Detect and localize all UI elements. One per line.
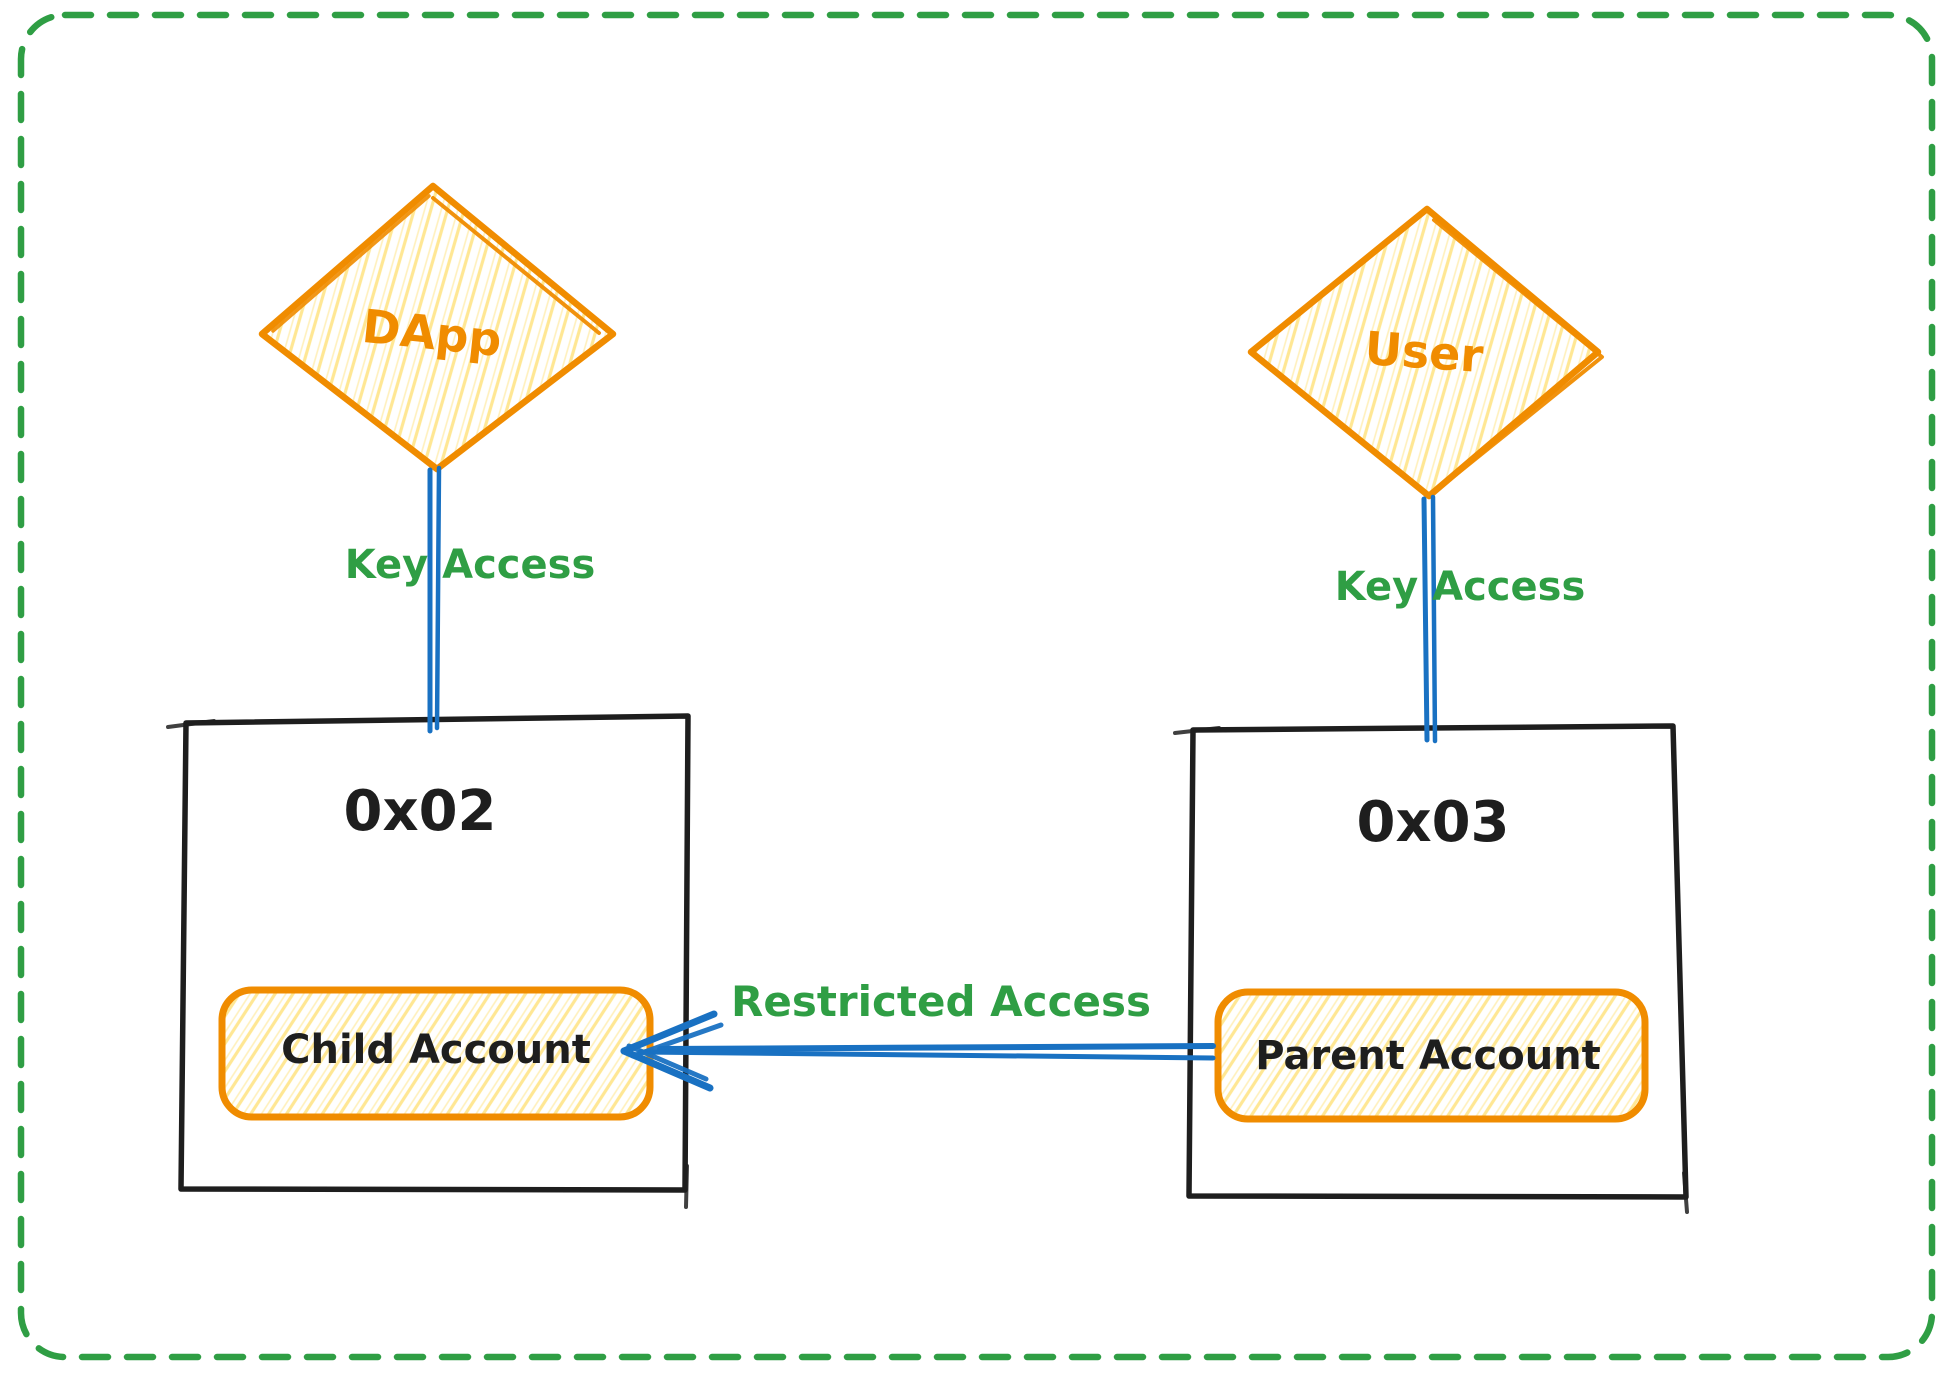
edge-line	[434, 465, 442, 731]
arrow-shaft	[637, 1049, 1216, 1061]
edge-dapp-key-access: Key Access	[345, 465, 596, 734]
arrowhead	[620, 1010, 718, 1055]
box-0x03: 0x03	[1173, 723, 1689, 1214]
key-access-label-left: Key Access	[345, 542, 596, 588]
user-diamond: User	[1247, 205, 1604, 500]
arrow-shaft	[657, 1043, 1216, 1052]
dapp-diamond: DApp	[258, 182, 617, 473]
child-account-box: Child Account	[218, 986, 654, 1121]
user-diamond-outline	[1247, 205, 1602, 500]
parent-account-box: Parent Account	[1214, 988, 1649, 1123]
key-access-label-right: Key Access	[1335, 564, 1586, 610]
edge-restricted-access: Restricted Access	[620, 977, 1216, 1092]
box-0x02-label: 0x02	[343, 779, 496, 844]
box-0x03-overdraw	[1173, 726, 1221, 735]
edge-user-key-access: Key Access	[1335, 494, 1586, 744]
restricted-access-label: Restricted Access	[731, 977, 1151, 1026]
child-account-fill	[222, 990, 650, 1117]
dashed-frame	[17, 11, 1936, 1361]
box-0x03-label: 0x03	[1356, 790, 1509, 855]
arrowhead	[630, 1022, 724, 1059]
edge-line	[1421, 496, 1430, 743]
child-account-label: Child Account	[281, 1027, 591, 1073]
edge-line	[1430, 494, 1438, 744]
box-0x02-overdraw	[166, 719, 216, 729]
box-0x02: 0x02	[166, 713, 691, 1209]
dapp-diamond-overdraw	[431, 196, 601, 335]
box-0x03-overdraw	[1682, 1171, 1689, 1214]
parent-account-outline	[1214, 988, 1649, 1123]
arrowhead	[620, 1047, 714, 1092]
arrowhead	[626, 1043, 709, 1082]
user-diamond-overdraw	[1432, 218, 1604, 492]
parent-account-fill	[1218, 992, 1645, 1119]
box-0x02-overdraw	[684, 1164, 689, 1209]
parent-account-label: Parent Account	[1255, 1033, 1601, 1079]
user-label: User	[1363, 321, 1485, 383]
dapp-diamond-overdraw	[271, 194, 431, 333]
